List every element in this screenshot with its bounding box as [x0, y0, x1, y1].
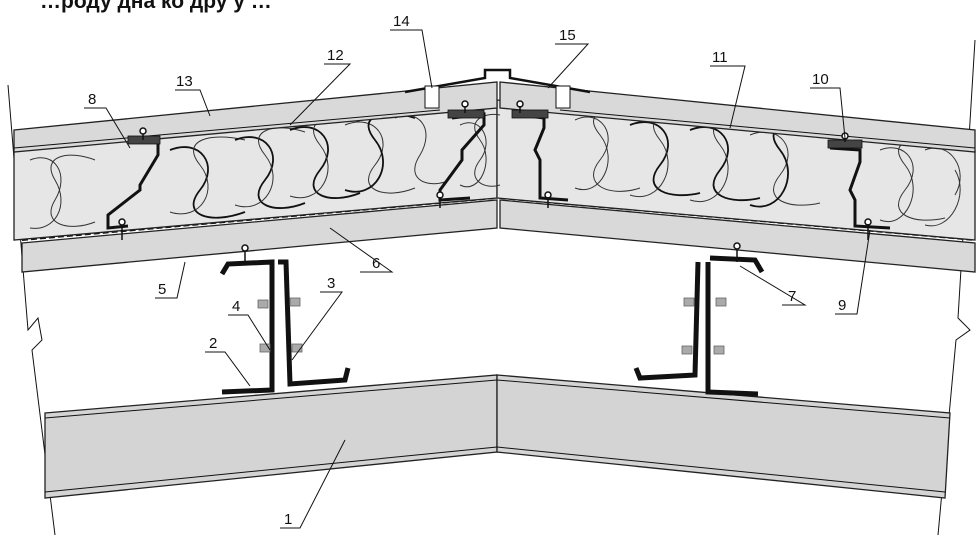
top-panel	[13, 81, 976, 153]
left-break-line	[7, 84, 56, 535]
z-profile-left-upper	[106, 127, 161, 240]
main-beam	[44, 374, 951, 499]
callout-12: 12	[327, 47, 344, 64]
purlin-right	[633, 242, 765, 397]
callout-11: 11	[712, 49, 728, 66]
callout-4: 4	[232, 298, 240, 315]
callout-9: 9	[838, 297, 846, 314]
z-profile-ridge-left	[436, 100, 486, 208]
callout-1: 1	[284, 511, 292, 528]
callout-5: 5	[158, 281, 166, 298]
callout-8: 8	[88, 91, 96, 108]
ridge-cap	[404, 68, 591, 109]
z-profile-right-upper	[827, 132, 891, 240]
callout-3: 3	[327, 275, 335, 292]
callout-15: 15	[559, 27, 576, 44]
callout-7: 7	[788, 288, 796, 305]
callout-10: 10	[812, 71, 829, 88]
purlin-left	[219, 244, 351, 395]
leader-lines	[84, 29, 871, 529]
callout-13: 13	[176, 73, 193, 90]
diagram-heading: …роду дна ко дру у …	[40, 0, 272, 13]
callout-2: 2	[209, 335, 217, 352]
callout-labels: 1 2 3 4 5 6 7 8 9 10 11 12 13 14 15	[88, 13, 846, 528]
liner-panel	[21, 199, 976, 273]
callout-6: 6	[372, 255, 380, 272]
z-profile-ridge-right	[511, 100, 569, 208]
callout-14: 14	[393, 13, 410, 30]
